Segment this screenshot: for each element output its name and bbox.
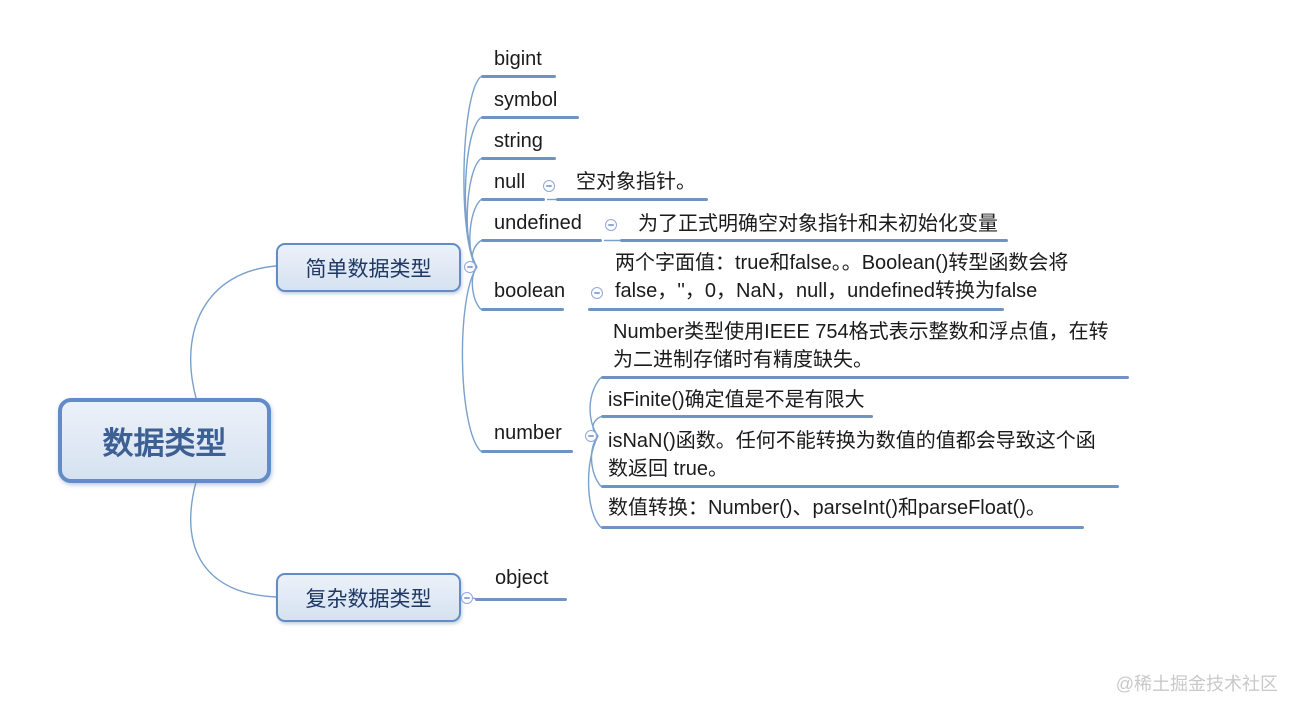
minus-glyph	[608, 224, 614, 226]
node-underline-symbol	[481, 116, 579, 119]
node-underline-undefined-note	[620, 239, 1008, 242]
minus-glyph	[467, 266, 473, 268]
minus-circle-icon[interactable]	[464, 261, 476, 273]
minus-glyph	[588, 435, 594, 437]
leaf-node-number[interactable]: number	[494, 422, 562, 444]
note-isfinite[interactable]: isFinite()确定值是不是有限大	[608, 389, 865, 411]
leaf-node-boolean[interactable]: boolean	[494, 280, 566, 302]
node-underline-boolean	[481, 308, 564, 311]
root-node-label: 数据类型	[102, 426, 227, 461]
leaf-node-string[interactable]: string	[494, 130, 543, 152]
node-underline-boolean-note	[588, 308, 1004, 311]
note-boolean-line1[interactable]: 两个字面值：true和false。。Boolean()转型函数会将	[615, 252, 1069, 274]
minus-glyph	[464, 597, 470, 599]
note-isnan-line1[interactable]: isNaN()函数。任何不能转换为数值的值都会导致这个函	[608, 430, 1096, 452]
minus-circle-icon[interactable]	[543, 180, 555, 192]
node-underline-conversion	[601, 526, 1084, 529]
minus-glyph	[546, 185, 552, 187]
node-underline-null-note	[556, 198, 708, 201]
root-node[interactable]: 数据类型	[58, 398, 271, 483]
branch-node-complex[interactable]: 复杂数据类型	[276, 573, 461, 622]
node-underline-bigint	[481, 75, 556, 78]
node-underline-number	[481, 450, 573, 453]
node-underline-object	[475, 598, 567, 601]
leaf-node-symbol[interactable]: symbol	[494, 89, 558, 111]
branch-node-simple-label: 简单数据类型	[305, 257, 432, 281]
minus-circle-icon[interactable]	[605, 219, 617, 231]
note-conversion[interactable]: 数值转换：Number()、parseInt()和parseFloat()。	[608, 497, 1046, 519]
leaf-node-undefined[interactable]: undefined	[494, 212, 582, 234]
note-undefined[interactable]: 为了正式明确空对象指针和未初始化变量	[638, 213, 998, 235]
minus-circle-icon[interactable]	[591, 287, 603, 299]
node-underline-ieee	[601, 376, 1129, 379]
minus-circle-icon[interactable]	[585, 430, 597, 442]
leaf-node-bigint[interactable]: bigint	[494, 48, 542, 70]
note-boolean-line2[interactable]: false，''，0，NaN，null，undefined转换为false	[615, 280, 1038, 302]
node-underline-null	[481, 198, 545, 201]
note-null[interactable]: 空对象指针。	[576, 171, 696, 193]
node-underline-string	[481, 157, 556, 160]
minus-circle-icon[interactable]	[461, 592, 473, 604]
watermark: @稀土掘金技术社区	[1115, 674, 1278, 694]
note-number-ieee-line2[interactable]: 为二进制存储时有精度缺失。	[613, 349, 873, 371]
note-isnan-line2[interactable]: 数返回 true。	[608, 458, 729, 480]
leaf-node-object[interactable]: object	[495, 567, 549, 589]
node-underline-isnan	[601, 485, 1119, 488]
branch-node-complex-label: 复杂数据类型	[305, 587, 432, 611]
node-underline-isfinite	[601, 415, 873, 418]
minus-glyph	[594, 292, 600, 294]
branch-node-simple[interactable]: 简单数据类型	[276, 243, 461, 292]
leaf-node-null[interactable]: null	[494, 171, 526, 193]
node-underline-undefined	[481, 239, 602, 242]
note-number-ieee-line1[interactable]: Number类型使用IEEE 754格式表示整数和浮点值，在转	[613, 321, 1109, 343]
